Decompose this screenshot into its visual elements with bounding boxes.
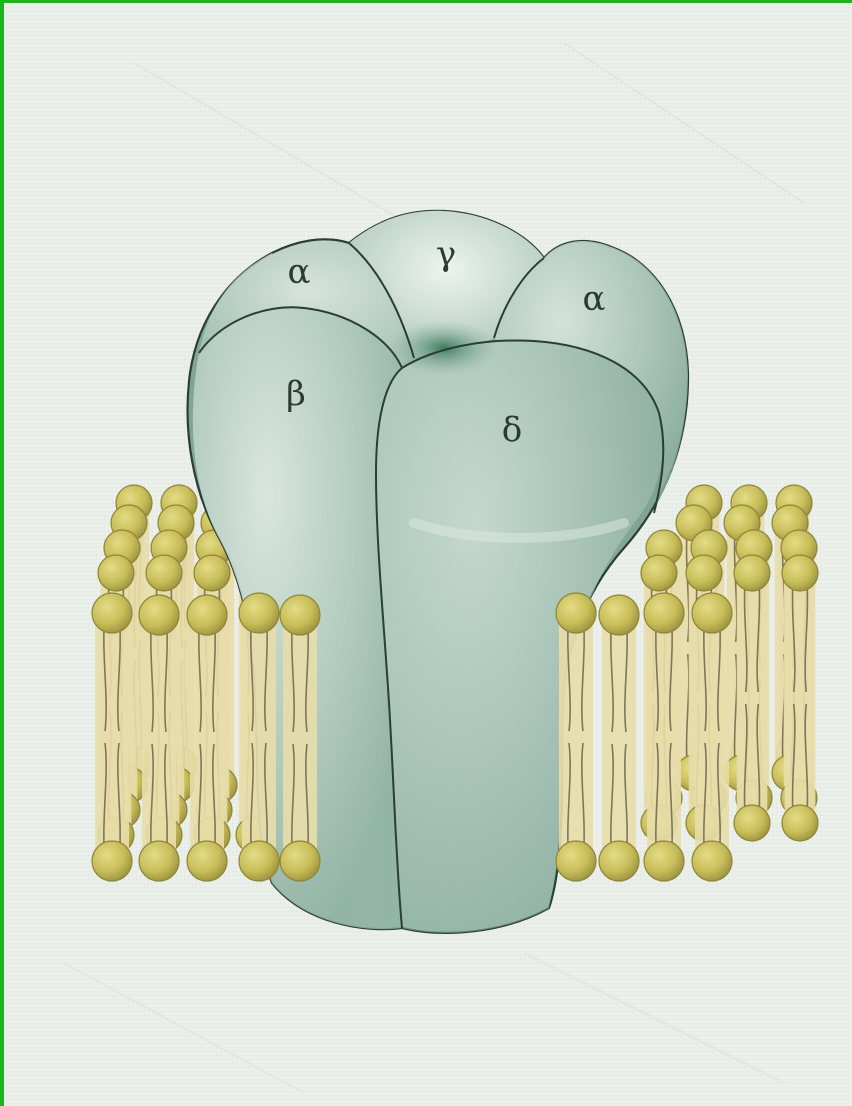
lipid-head-top: [782, 555, 818, 591]
lipid-head-bottom: [734, 805, 770, 841]
lipid-head-bottom: [599, 841, 639, 881]
lipid-head-top: [98, 555, 134, 591]
lipid-head-top: [644, 593, 684, 633]
lipid-front: [187, 595, 227, 881]
lipid-front: [599, 595, 639, 881]
lipid-head-top: [734, 555, 770, 591]
lipid-head-bottom: [782, 805, 818, 841]
lipid-head-top: [92, 593, 132, 633]
label-beta: β: [286, 374, 306, 414]
lipid-head-top: [556, 593, 596, 633]
channel-pore: [389, 320, 499, 376]
label-gamma: γ: [436, 234, 456, 274]
lipid-back: [734, 555, 770, 841]
acetylcholine-receptor-diagram: α γ α β δ: [4, 3, 852, 1106]
label-alpha-left: α: [288, 252, 311, 292]
lipid-head-bottom: [187, 841, 227, 881]
lipid-head-top: [599, 595, 639, 635]
lipid-head-top: [139, 595, 179, 635]
lipid-head-top: [280, 595, 320, 635]
lipid-head-bottom: [692, 841, 732, 881]
lipid-head-top: [686, 555, 722, 591]
lipid-front: [692, 593, 732, 881]
lipid-front: [92, 593, 132, 881]
lipid-back: [782, 555, 818, 841]
lipid-head-bottom: [556, 841, 596, 881]
diagram-frame: α γ α β δ: [4, 3, 852, 1106]
lipid-head-top: [194, 555, 230, 591]
lipid-front: [239, 593, 279, 881]
lipid-front: [556, 593, 596, 881]
lipid-head-bottom: [139, 841, 179, 881]
lipid-front: [280, 595, 320, 881]
lipid-head-top: [239, 593, 279, 633]
lipid-head-top: [641, 555, 677, 591]
lipid-head-top: [187, 595, 227, 635]
left-lipid-bilayer-front: [92, 593, 320, 881]
lipid-head-bottom: [280, 841, 320, 881]
lipid-front: [139, 595, 179, 881]
lipid-head-bottom: [239, 841, 279, 881]
lipid-front: [644, 593, 684, 881]
label-delta: δ: [502, 410, 522, 450]
lipid-head-top: [146, 555, 182, 591]
lipid-head-bottom: [92, 841, 132, 881]
label-alpha-right: α: [583, 279, 606, 319]
lipid-head-top: [692, 593, 732, 633]
lipid-head-bottom: [644, 841, 684, 881]
